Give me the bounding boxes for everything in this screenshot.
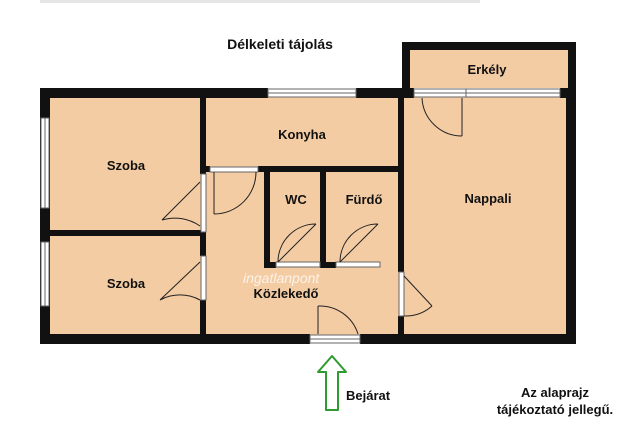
- living-label: Nappali: [465, 191, 512, 206]
- wall-wc-left: [264, 168, 270, 266]
- door-swings: [159, 97, 463, 335]
- wall-top-left: [40, 88, 268, 98]
- room1-door-frame: [200, 173, 207, 233]
- disclaimer-line-2: tájékoztató jellegű.: [496, 402, 614, 417]
- orientation-title: Délkeleti tájolás: [227, 36, 333, 52]
- wall-bath-bottom-a: [320, 262, 336, 268]
- wall-bottom-left: [40, 334, 310, 344]
- bathroom-label: Fürdő: [346, 192, 383, 207]
- balcony-wall-right: [568, 42, 576, 98]
- room1-door-swing: [161, 181, 201, 227]
- balcony-label: Erkély: [467, 62, 507, 77]
- balcony-floor: [408, 50, 570, 88]
- interior-walls: [48, 96, 404, 336]
- floor-areas: [48, 50, 570, 336]
- wall-kitchen-hall-b: [258, 166, 404, 172]
- kitchen-door-frame: [209, 166, 259, 173]
- hallway-label: Közlekedő: [253, 286, 318, 301]
- bath-door-frame: [335, 261, 381, 268]
- wc-label: WC: [285, 192, 307, 207]
- room2-door-swing: [159, 261, 201, 301]
- outer-walls: [40, 42, 576, 344]
- balcony-wall-top: [402, 42, 576, 50]
- wall-living-left-a: [398, 96, 404, 272]
- living-door-swing: [403, 275, 433, 317]
- wc-door-frame: [275, 261, 321, 268]
- wall-wc-bottom-a: [264, 262, 276, 268]
- top-edge-bar: [40, 0, 480, 3]
- wall-left: [40, 88, 50, 344]
- balcony-door-swing: [421, 97, 463, 137]
- windows: [40, 88, 561, 307]
- entrance-door-swing: [317, 305, 359, 335]
- wall-rooms-hall-a: [200, 96, 206, 174]
- bath-door-swing: [339, 223, 379, 263]
- apartment-floor: [48, 96, 570, 336]
- wall-wc-bath: [320, 168, 326, 266]
- wall-top-mid: [356, 88, 414, 98]
- watermark: ingatlanpont: [243, 270, 320, 286]
- kitchen-door-swing: [213, 171, 257, 215]
- wall-living-left-b: [398, 316, 404, 336]
- balcony-wall-left: [402, 42, 410, 98]
- wall-right: [566, 88, 576, 344]
- entrance-label: Bejárat: [346, 388, 391, 403]
- room2-door-frame: [200, 255, 207, 301]
- wall-rooms-hall-c: [200, 300, 206, 336]
- wc-door-swing: [277, 223, 317, 263]
- wall-room1-room2: [48, 230, 204, 236]
- room2-label: Szoba: [107, 276, 146, 291]
- kitchen-label: Konyha: [278, 127, 326, 142]
- wall-rooms-hall-b: [200, 232, 206, 256]
- disclaimer-line-1: Az alaprajz: [521, 385, 589, 400]
- room-labels: Erkély Konyha Szoba Szoba WC Fürdő Nappa…: [107, 62, 512, 301]
- room1-label: Szoba: [107, 158, 146, 173]
- entrance-arrow: [317, 355, 347, 411]
- disclaimer-note: Az alaprajz tájékoztató jellegű.: [470, 384, 640, 418]
- door-frames: [200, 166, 405, 344]
- living-door-frame: [398, 271, 405, 317]
- wall-bottom-right: [360, 334, 576, 344]
- wall-kitchen-hall-a: [204, 166, 210, 172]
